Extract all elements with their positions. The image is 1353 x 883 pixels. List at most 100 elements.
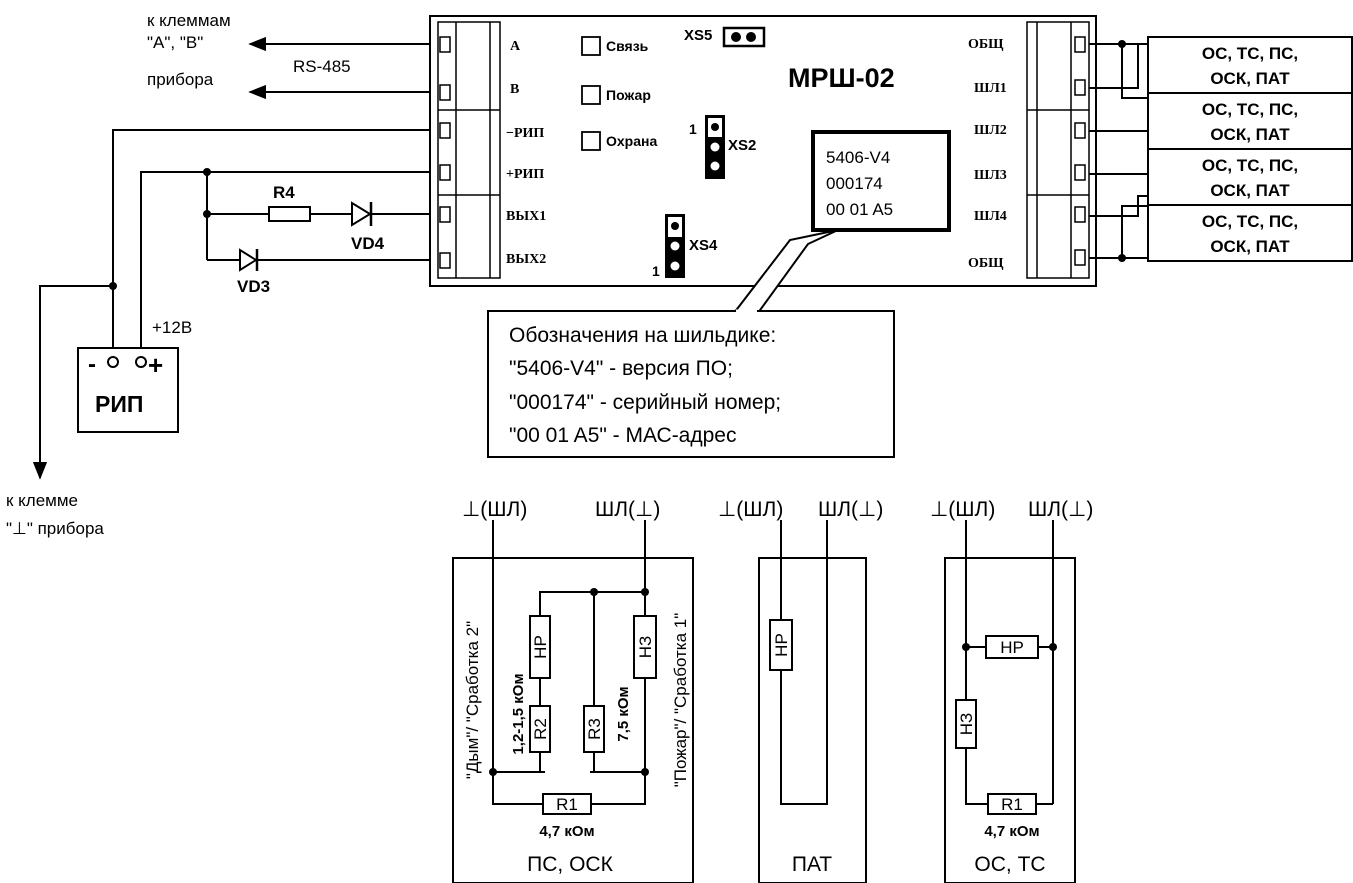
loop-type-line: ОСК, ПАТ — [1210, 125, 1290, 144]
loop-type-line: ОСК, ПАТ — [1210, 69, 1290, 88]
terminal-loop-gnd-label: ШЛ(⊥) — [1028, 498, 1093, 521]
pin-loop2: ШЛ2 — [974, 123, 1007, 138]
right-wiring — [1089, 40, 1148, 262]
vd3-label: VD3 — [237, 277, 270, 296]
psu-plus-sign: + — [148, 350, 163, 380]
ground-label-1: к клемме — [6, 491, 78, 510]
vd3-diode — [239, 248, 258, 272]
vd4-label: VD4 — [351, 234, 385, 253]
psu-plus-terminal — [135, 356, 147, 368]
r1-label-ps: R1 — [556, 795, 578, 814]
no-contact-os-label: НР — [1000, 638, 1024, 657]
nc-contact-os-label: НЗ — [957, 713, 976, 736]
pin-common-top: ОБЩ — [968, 37, 1004, 52]
left-terminal-slots — [439, 36, 451, 269]
left-wiring: к клеммам "A", "B" прибора RS-485 R4 VD4… — [6, 11, 440, 538]
module-mrsh02: А В −РИП +РИП ВЫХ1 ВЫХ2 ОБЩ ШЛ1 ШЛ2 ШЛ3 … — [429, 15, 1097, 287]
nameplate-serial: 000174 — [826, 174, 883, 193]
r1-value-os: 4,7 кОм — [984, 823, 1039, 840]
xs5-jumper — [722, 26, 766, 48]
no-contact-pat-label: НР — [772, 633, 791, 657]
psu-minus-terminal — [107, 356, 119, 368]
led-link-label: Связь — [606, 38, 649, 54]
loop-type-box-1 — [1147, 36, 1353, 94]
led-fire-label: Пожар — [606, 87, 651, 103]
loop-type-line: ОС, ТС, ПС, — [1202, 100, 1298, 119]
r2-label: R2 — [531, 718, 550, 740]
r3-label: R3 — [585, 718, 604, 740]
pin-b: В — [510, 82, 519, 97]
callout-line-4: "00 01 A5" - МАС-адрес — [509, 424, 736, 447]
schematic-os-ts: ⊥(ШЛ) ШЛ(⊥) НР НЗ R1 4,7 кОм ОС, ТС — [930, 498, 1093, 883]
pin-out1: ВЫХ1 — [506, 209, 546, 224]
loop-type-box-3 — [1147, 148, 1353, 206]
schematic-ps-osk: ⊥(ШЛ) ШЛ(⊥) НР НЗ R2 R3 R1 4,7 кОм 1,2-1… — [452, 498, 694, 883]
terminal-gnd-loop-label: ⊥(ШЛ) — [930, 498, 995, 521]
module-title: МРШ-02 — [788, 63, 895, 93]
loop-type-line: ОСК, ПАТ — [1210, 237, 1290, 256]
led-guard — [581, 131, 601, 151]
xs4-pin1: 1 — [652, 263, 660, 279]
led-guard-label: Охрана — [606, 133, 657, 149]
pin-plus-rip: +РИП — [506, 167, 544, 182]
xs2-label: XS2 — [728, 137, 756, 154]
r3-resistor — [583, 705, 605, 753]
terminal-loop-gnd-label: ШЛ(⊥) — [818, 498, 883, 521]
os-ts-caption: ОС, ТС — [974, 853, 1045, 876]
to-terminals-label-1: к клеммам — [147, 11, 231, 30]
callout-line-3: "000174" - серийный номер; — [509, 391, 781, 414]
pat-box — [758, 557, 867, 883]
xs4-label: XS4 — [689, 237, 718, 254]
r1-label-os: R1 — [1001, 795, 1023, 814]
terminal-gnd-loop-label: ⊥(ШЛ) — [718, 498, 783, 521]
nameplate — [811, 130, 951, 232]
no-contact-pat — [769, 619, 793, 671]
pin-loop4: ШЛ4 — [974, 209, 1007, 224]
r1-resistor-os — [987, 793, 1037, 815]
xs5-label: XS5 — [684, 27, 712, 44]
pin-out2: ВЫХ2 — [506, 252, 546, 267]
no-contact-os — [985, 635, 1039, 659]
wire-plus-rip — [140, 171, 440, 357]
r2-value: 1,2-1,5 кОм — [510, 673, 527, 754]
rs485-label: RS-485 — [293, 57, 351, 76]
right-terminal-slots — [1074, 36, 1086, 266]
r1-value-ps: 4,7 кОм — [539, 823, 594, 840]
pin-common-bottom: ОБЩ — [968, 256, 1004, 271]
pin-loop1: ШЛ1 — [974, 81, 1007, 96]
loop-type-box-4 — [1147, 204, 1353, 262]
loop-type-line: ОС, ТС, ПС, — [1202, 156, 1298, 175]
nc-contact-ps-label: НЗ — [636, 636, 655, 659]
ps-osk-caption: ПС, ОСК — [527, 853, 613, 876]
callout-box — [487, 310, 895, 458]
nc-contact-ps — [633, 615, 657, 679]
loop-type-boxes: ОС, ТС, ПС, ОСК, ПАТ ОС, ТС, ПС, ОСК, ПА… — [1147, 36, 1353, 262]
pin-a: А — [510, 39, 521, 54]
r3-value: 7,5 кОм — [615, 686, 632, 741]
no-contact-ps — [529, 615, 551, 679]
led-link — [581, 36, 601, 56]
plus12v-label: +12В — [152, 318, 192, 337]
module-body — [429, 15, 1097, 287]
pin-minus-rip: −РИП — [506, 126, 544, 141]
xs2-pin1: 1 — [689, 121, 697, 137]
callout-line-2: "5406-V4" - версия ПО; — [509, 357, 733, 380]
to-terminals-label-2: "A", "B" — [147, 33, 203, 52]
ground-label-2: "⊥" прибора — [6, 519, 104, 538]
terminal-gnd-loop-label: ⊥(ШЛ) — [462, 498, 527, 521]
wire-minus-rip — [112, 129, 440, 357]
callout-line-1: Обозначения на шильдике: — [509, 324, 776, 347]
r4-label: R4 — [273, 183, 295, 202]
nameplate-callout: Обозначения на шильдике: "5406-V4" - вер… — [487, 229, 895, 458]
psu-minus-sign: - — [88, 351, 96, 378]
vd4-diode — [351, 201, 372, 227]
smoke-note: "Дым"/ "Сработка 2" — [463, 621, 482, 779]
psu-name: РИП — [95, 391, 143, 417]
led-fire — [581, 85, 601, 105]
loop-type-line: ОС, ТС, ПС, — [1202, 44, 1298, 63]
no-contact-ps-label: НР — [531, 635, 550, 659]
pin-loop3: ШЛ3 — [974, 168, 1007, 183]
nameplate-mac: 00 01 A5 — [826, 200, 893, 219]
loop-type-box-2 — [1147, 92, 1353, 150]
